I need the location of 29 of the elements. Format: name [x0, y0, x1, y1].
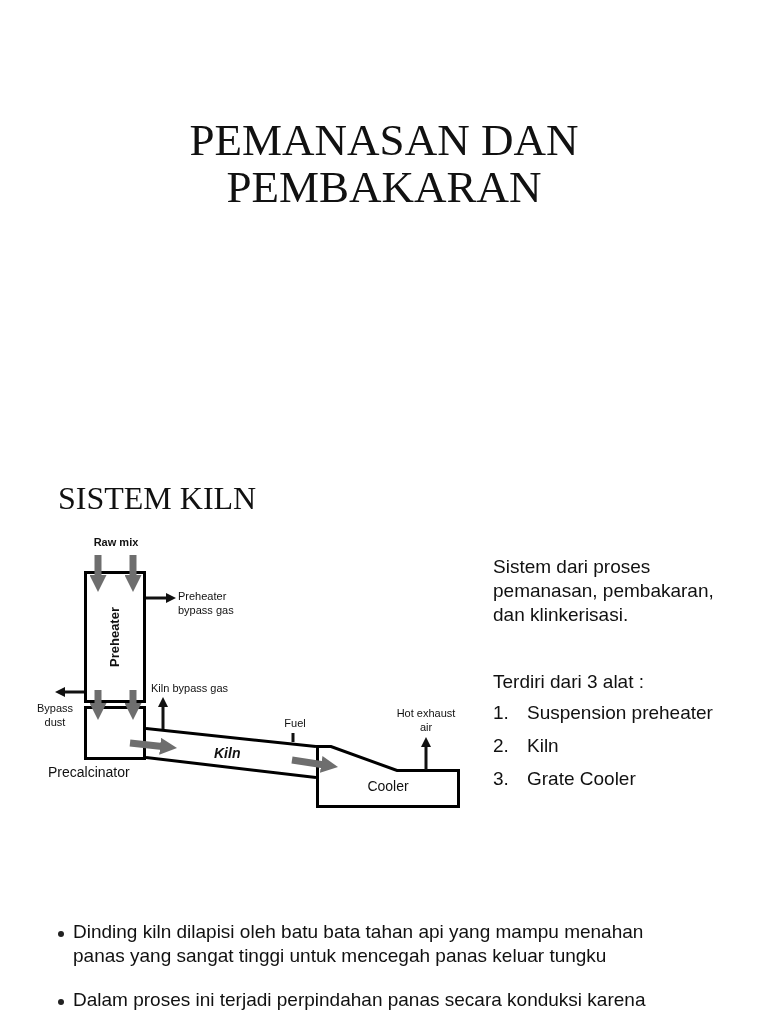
- flow-label: Preheater bypass gas: [178, 589, 235, 617]
- list-item: Suspension preheater: [527, 701, 714, 725]
- list-number: 1.: [493, 701, 509, 725]
- flow-arrow: [291, 756, 338, 773]
- arrow: [55, 687, 84, 697]
- list-intro: Terdiri dari 3 alat :: [493, 670, 645, 694]
- list-number: 2.: [493, 734, 509, 758]
- arrow: [158, 697, 168, 729]
- flow-label: Raw mix: [92, 535, 140, 549]
- list-item: Grate Cooler: [527, 767, 637, 791]
- section-heading: SISTEM KILN: [58, 479, 258, 518]
- bullet-text: Dalam proses ini terjadi perpindahan panas secara konduksi karena: [73, 988, 647, 1012]
- cooler-label: Cooler: [366, 778, 410, 795]
- precalcinator-label: Precalcinator: [48, 764, 130, 781]
- slide-title: PEMANASAN DAN PEMBAKARAN: [188, 117, 580, 211]
- connector-line: [291, 733, 295, 742]
- kiln-label: Kiln: [214, 745, 241, 761]
- flow-label: Hot exhaust air: [395, 706, 457, 734]
- preheater-box: [84, 571, 146, 703]
- arrow: [421, 737, 431, 770]
- arrow: [146, 593, 176, 603]
- list-number: 3.: [493, 767, 509, 791]
- flow-label: Fuel: [283, 716, 307, 730]
- description-text: Sistem dari proses pemanasan, pembakaran, dan klinkerisasi.: [493, 555, 715, 627]
- preheater-label: Preheater: [107, 607, 123, 667]
- list-item: Kiln: [527, 734, 560, 758]
- bullet-text: Dinding kiln dilapisi oleh batu bata tahan api yang mampu menahan panas yang sangat tinggi untuk mencegah panas keluar tungku: [73, 920, 645, 968]
- flow-label: Bypass dust: [35, 701, 75, 729]
- flow-label: Kiln bypass gas: [151, 681, 230, 695]
